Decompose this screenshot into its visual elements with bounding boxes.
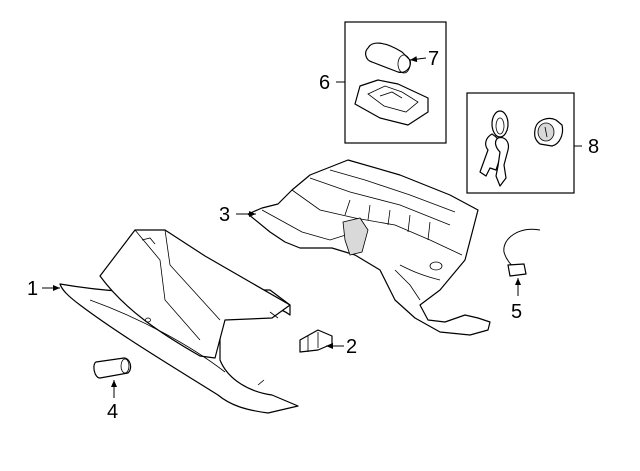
callout-7: 7 — [428, 48, 439, 70]
key-set-part[interactable] — [479, 110, 510, 187]
callout-6: 6 — [319, 72, 330, 94]
latch-part[interactable] — [299, 329, 333, 353]
lock-cylinder-part[interactable] — [365, 42, 411, 74]
key-set-box — [466, 92, 575, 194]
callout-5: 5 — [511, 301, 522, 323]
callout-2: 2 — [346, 336, 357, 358]
glove-box-housing[interactable] — [247, 159, 491, 336]
leader-7 — [409, 56, 427, 63]
wire-harness[interactable] — [503, 228, 541, 277]
ignition-cylinder-part[interactable] — [534, 117, 564, 147]
lock-assembly-box — [344, 21, 447, 144]
callout-8: 8 — [588, 136, 599, 158]
glove-box-door[interactable] — [59, 229, 299, 414]
lock-housing-part[interactable] — [354, 79, 429, 126]
bumper-part[interactable] — [93, 357, 132, 379]
callout-3: 3 — [219, 204, 230, 226]
callout-1: 1 — [27, 278, 38, 300]
callout-4: 4 — [107, 401, 118, 423]
